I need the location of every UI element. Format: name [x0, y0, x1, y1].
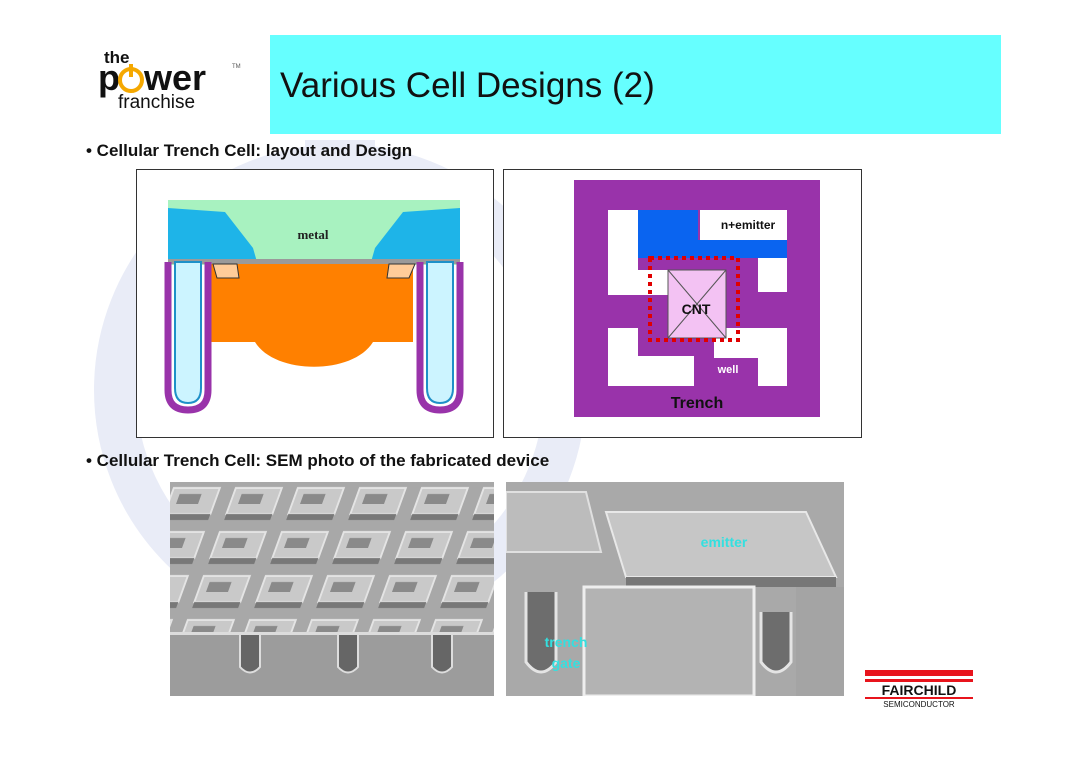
cross-section-panel: metal	[136, 169, 494, 438]
oxide-left	[168, 208, 257, 262]
title-bar: Various Cell Designs (2)	[270, 35, 1001, 134]
unit-cell-outline	[648, 256, 740, 342]
sem-photo-array	[170, 482, 494, 696]
metal-label: metal	[297, 227, 328, 242]
pwell-label-line1: P-	[723, 349, 734, 361]
trench-right-fill	[426, 261, 454, 405]
sem-photo-closeup: emitter trench gate	[505, 482, 844, 698]
fairchild-logo-mark: FAIRCHILD SEMICONDUCTOR	[865, 670, 973, 709]
emitter-label: n+emitter	[721, 218, 776, 232]
bullet-sem-photo: • Cellular Trench Cell: SEM photo of the…	[86, 451, 550, 470]
emitter-region-main	[638, 210, 698, 258]
trench-right-wall	[416, 262, 464, 414]
oxide-right	[371, 208, 460, 262]
sem-trench-label-line2: gate	[551, 655, 581, 671]
cnt-label: CNT	[682, 301, 711, 317]
logo-power-wordmark: p wer	[98, 58, 206, 98]
logo-trademark: TM	[232, 64, 241, 70]
power-franchise-logo: the p wer TM franchise	[96, 44, 246, 120]
logo-text-the: the	[104, 48, 130, 67]
slide-title: Various Cell Designs (2)	[280, 66, 655, 105]
contact-left	[212, 263, 240, 279]
trench-left-wall	[164, 262, 212, 414]
fairchild-logo: FAIRCHILD SEMICONDUCTOR	[865, 670, 975, 709]
logo-text-franchise: franchise	[118, 92, 196, 113]
cross-section-diagram: metal	[164, 200, 464, 414]
emitter-region-strip	[698, 240, 787, 258]
svg-text:p: p	[98, 58, 120, 98]
sem-array-image	[170, 482, 494, 696]
semiconductor-wordmark: SEMICONDUCTOR	[883, 700, 955, 708]
sem-trench-label-line1: trench	[544, 634, 588, 650]
window-bl-h	[608, 356, 694, 386]
layout-panel: n+emitter CNT P- well Trench	[503, 169, 862, 438]
contact-right	[386, 263, 416, 279]
cell-layout-diagram: n+emitter CNT P- well Trench	[574, 180, 820, 417]
body-region	[211, 263, 413, 367]
pwell-label-line2: well	[717, 364, 739, 376]
fairchild-wordmark: FAIRCHILD	[882, 682, 957, 698]
trench-label: Trench	[671, 395, 723, 412]
svg-text:wer: wer	[143, 58, 206, 98]
gate-oxide-line	[168, 259, 460, 264]
trench-left-fill	[174, 261, 202, 405]
sem-emitter-label: emitter	[700, 534, 748, 550]
sem-trench-gate-label: trench gate	[534, 632, 598, 674]
sem-closeup-image	[505, 482, 844, 698]
bullet-layout-and-design: • Cellular Trench Cell: layout and Desig…	[86, 141, 413, 160]
